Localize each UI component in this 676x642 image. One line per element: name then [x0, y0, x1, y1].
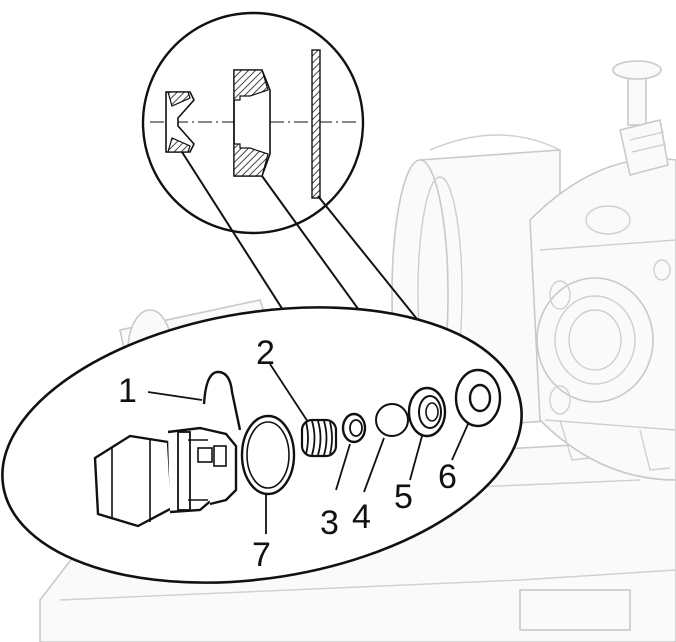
spring-icon: [300, 418, 338, 458]
o-ring-icon: [240, 414, 296, 496]
callout-1: 1: [118, 372, 137, 410]
washer-icon: [454, 368, 502, 428]
callout-7: 7: [252, 536, 271, 574]
valve-guide-icon: [407, 386, 447, 438]
hex-valve-plug-icon: [93, 426, 238, 528]
callout-2: 2: [256, 334, 275, 372]
callout-3: 3: [320, 504, 339, 542]
valve-seat-section-icon: [165, 91, 195, 153]
callout-5: 5: [394, 478, 413, 516]
callout-leaders: [147, 363, 469, 534]
ball-icon: [375, 403, 409, 437]
retaining-clip-icon: [202, 370, 242, 431]
valve-guide-section-icon: [233, 69, 271, 177]
callout-4: 4: [352, 498, 371, 536]
callout-6: 6: [438, 458, 457, 496]
valve-seat-icon: [341, 412, 367, 444]
washer-section-icon: [311, 49, 321, 199]
detail-magnifier: [141, 11, 365, 235]
